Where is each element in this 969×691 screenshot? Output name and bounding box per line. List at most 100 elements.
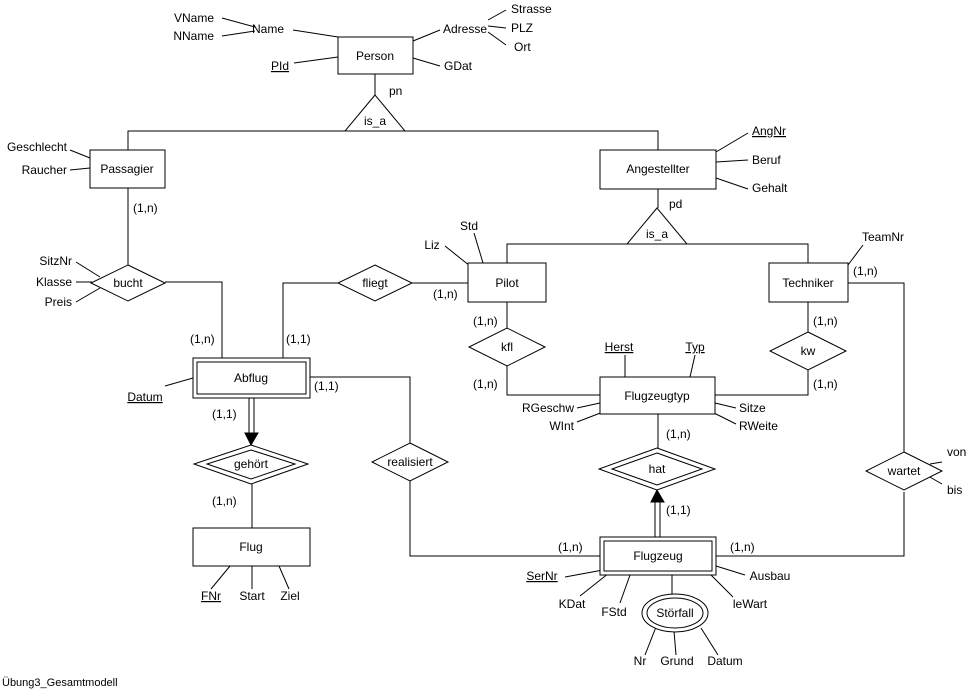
cardinalities: (1,n) (1,n) (1,1) (1,n) (1,n) (1,n) (1,n… xyxy=(133,201,878,554)
multivalued-stoerfall: Störfall xyxy=(641,593,709,633)
attr-angnr: AngNr xyxy=(752,124,786,138)
entity-pilot: Pilot xyxy=(467,262,547,303)
entity-angestellter: Angestellter xyxy=(599,149,717,190)
relationship-realisiert-label: realisiert xyxy=(387,455,433,469)
attr-von: von xyxy=(947,445,966,459)
entity-flugzeug: Flugzeug xyxy=(599,536,717,576)
relationship-gehoert: gehört xyxy=(192,444,310,485)
relationship-hat: hat xyxy=(597,447,717,491)
attr-ausbau: Ausbau xyxy=(750,569,791,583)
relationship-kw-label: kw xyxy=(801,344,816,358)
isa-angestellter-label: is_a xyxy=(646,227,668,241)
card-flugzeugtyp-hat: (1,n) xyxy=(666,427,691,441)
attr-kdat: KDat xyxy=(559,597,586,611)
relationship-bucht-label: bucht xyxy=(113,276,143,290)
isa-label-pn: pn xyxy=(389,84,402,98)
card-pilot-kfl: (1,n) xyxy=(473,314,498,328)
relationship-kfl: kfl xyxy=(467,327,547,367)
entity-pilot-label: Pilot xyxy=(495,276,519,290)
attr-typ: Typ xyxy=(685,340,705,354)
card-kw-flugzeugtyp: (1,n) xyxy=(813,377,838,391)
attr-geschlecht: Geschlecht xyxy=(7,140,68,154)
relationship-hat-label: hat xyxy=(649,462,666,476)
relationship-wartet: wartet xyxy=(864,451,944,491)
relationship-kw: kw xyxy=(768,331,848,371)
identifying-arrows xyxy=(244,398,665,537)
card-flugzeug-wartet: (1,n) xyxy=(730,540,755,554)
attr-wint: WInt xyxy=(549,419,574,433)
relationship-realisiert: realisiert xyxy=(370,442,450,482)
card-abflug-realisiert: (1,1) xyxy=(314,379,339,393)
attr-herst: Herst xyxy=(605,340,634,354)
attr-adresse: Adresse xyxy=(443,22,487,36)
attr-teamnr: TeamNr xyxy=(862,230,904,244)
card-hat-flugzeug: (1,1) xyxy=(666,503,691,517)
entity-person: Person xyxy=(337,36,414,75)
card-gehoert-flug: (1,n) xyxy=(212,494,237,508)
attr-pid: PId xyxy=(271,59,289,73)
relationship-bucht: bucht xyxy=(89,264,167,302)
attr-liz: Liz xyxy=(424,238,439,252)
attributes: VName NName Name Adresse Strasse PLZ Ort… xyxy=(7,2,966,668)
entity-abflug-label: Abflug xyxy=(234,371,268,385)
isa-person: is_a xyxy=(343,94,407,132)
entity-flugzeugtyp: Flugzeugtyp xyxy=(599,376,716,415)
attr-ziel: Ziel xyxy=(280,589,299,603)
relationship-fliegt: fliegt xyxy=(336,264,414,302)
attr-fnr: FNr xyxy=(201,589,221,603)
attr-nname: NName xyxy=(173,29,214,43)
diagram-footer-title: Übung3_Gesamtmodell xyxy=(2,677,118,689)
card-bucht-abflug: (1,n) xyxy=(190,332,215,346)
relationship-gehoert-label: gehört xyxy=(234,457,269,471)
entity-abflug: Abflug xyxy=(192,357,311,399)
attr-name: Name xyxy=(252,22,284,36)
isa-label-pd: pd xyxy=(669,197,682,211)
card-abflug-gehoert: (1,1) xyxy=(212,407,237,421)
attr-gehalt: Gehalt xyxy=(752,181,788,195)
entity-passagier-label: Passagier xyxy=(100,162,153,176)
entity-flug: Flug xyxy=(192,527,311,567)
attr-fstd: FStd xyxy=(601,605,626,619)
attr-beruf: Beruf xyxy=(752,153,781,167)
entity-angestellter-label: Angestellter xyxy=(626,162,689,176)
attr-klasse: Klasse xyxy=(36,275,72,289)
entity-techniker-label: Techniker xyxy=(782,276,833,290)
attr-gdat: GDat xyxy=(444,59,473,73)
card-techniker-kw: (1,n) xyxy=(813,314,838,328)
attr-nr: Nr xyxy=(634,654,647,668)
attr-sernr: SerNr xyxy=(526,569,557,583)
isa-person-label: is_a xyxy=(364,114,386,128)
attr-raucher: Raucher xyxy=(22,163,67,177)
card-techniker-wartet: (1,n) xyxy=(853,264,878,278)
arrowhead-gehoert xyxy=(244,432,259,447)
relationship-fliegt-label: fliegt xyxy=(362,276,388,290)
card-kfl-flugzeugtyp: (1,n) xyxy=(473,377,498,391)
attr-sitznr: SitzNr xyxy=(39,254,72,268)
card-abflug-fliegt: (1,1) xyxy=(286,332,311,346)
attr-rgeschw: RGeschw xyxy=(522,401,574,415)
attr-std: Std xyxy=(460,219,478,233)
attr-lewart: leWart xyxy=(733,597,768,611)
attr-plz: PLZ xyxy=(511,21,533,35)
isa-labels: pn pd xyxy=(389,84,682,211)
entity-passagier: Passagier xyxy=(89,149,166,189)
attr-rweite: RWeite xyxy=(739,419,778,433)
attr-bis: bis xyxy=(947,483,962,497)
entity-flugzeugtyp-label: Flugzeugtyp xyxy=(624,389,690,403)
relationship-wartet-label: wartet xyxy=(887,464,921,478)
attr-preis: Preis xyxy=(45,295,72,309)
entity-flug-label: Flug xyxy=(239,540,262,554)
attr-datum-abflug: Datum xyxy=(127,390,162,404)
entity-techniker: Techniker xyxy=(768,262,849,303)
isa-angestellter: is_a xyxy=(625,207,689,245)
attr-strasse: Strasse xyxy=(511,2,552,16)
entity-flugzeug-label: Flugzeug xyxy=(633,549,682,563)
connector-lines xyxy=(69,9,943,656)
card-passagier-bucht: (1,n) xyxy=(133,201,158,215)
attr-sitze: Sitze xyxy=(739,401,766,415)
attr-vname: VName xyxy=(174,11,214,25)
multivalued-stoerfall-label: Störfall xyxy=(656,606,693,620)
attr-grund: Grund xyxy=(660,654,693,668)
attr-start: Start xyxy=(239,589,265,603)
